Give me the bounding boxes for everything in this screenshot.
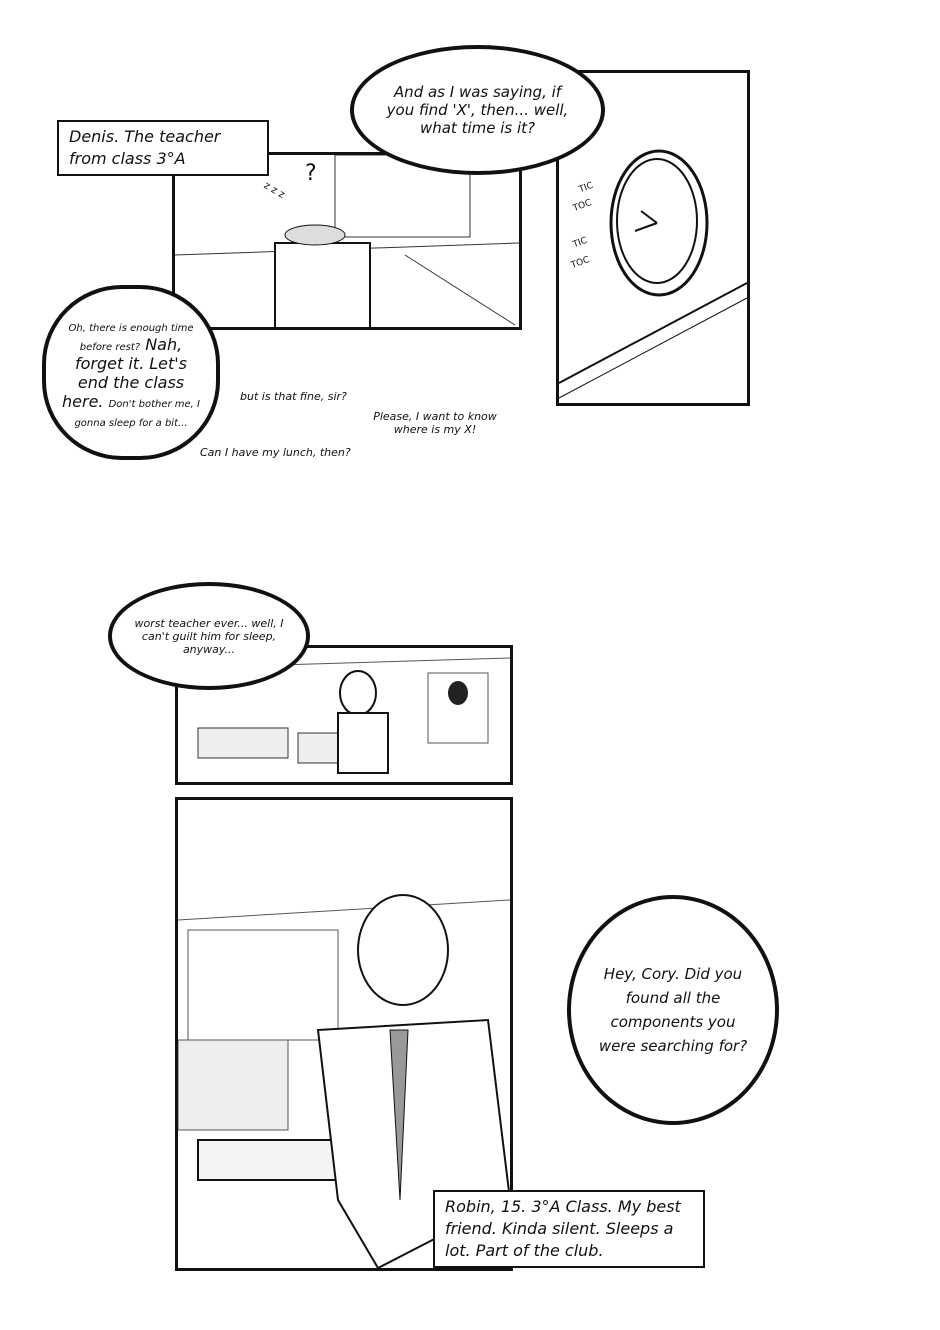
bubble-text-large: Nah, forget it. Let's end the class here… [62, 334, 187, 411]
question-sfx: ? [305, 161, 317, 186]
student-remark-fine: but is that fine, sir? [240, 390, 347, 403]
panel-teacher-desk: z z z ? [172, 152, 522, 330]
bubble-text: worst teacher ever... well, I can't guil… [134, 616, 284, 656]
student-remark-x: Please, I want to know where is my X! [373, 410, 497, 436]
speech-bubble-question: And as I was saying, if you find 'X', th… [350, 45, 605, 175]
clock-drawing [559, 149, 747, 399]
caption-text: Robin, 15. 3°A Class. My best friend. Ki… [445, 1197, 681, 1260]
bubble-text-small: Don't bother me, I gonna sleep for a bit… [74, 398, 200, 429]
caption-denis: Denis. The teacher from class 3°A [57, 120, 269, 176]
classroom-drawing [175, 155, 519, 327]
bubble-content: Oh, there is enough time before rest? Na… [58, 316, 204, 430]
student-remark-lunch: Can I have my lunch, then? [200, 446, 351, 459]
speech-bubble-end-class: Oh, there is enough time before rest? Na… [42, 285, 220, 460]
speech-bubble-hey-cory: Hey, Cory. Did you found all the compone… [567, 895, 779, 1125]
caption-robin: Robin, 15. 3°A Class. My best friend. Ki… [433, 1190, 705, 1268]
bubble-text: And as I was saying, if you find 'X', th… [386, 83, 569, 137]
bubble-text: Hey, Cory. Did you found all the compone… [598, 965, 748, 1055]
speech-bubble-worst-teacher: worst teacher ever... well, I can't guil… [108, 582, 310, 690]
caption-text: Denis. The teacher from class 3°A [69, 127, 221, 168]
bubble-text-small: Oh, there is enough time before rest? [68, 322, 194, 353]
